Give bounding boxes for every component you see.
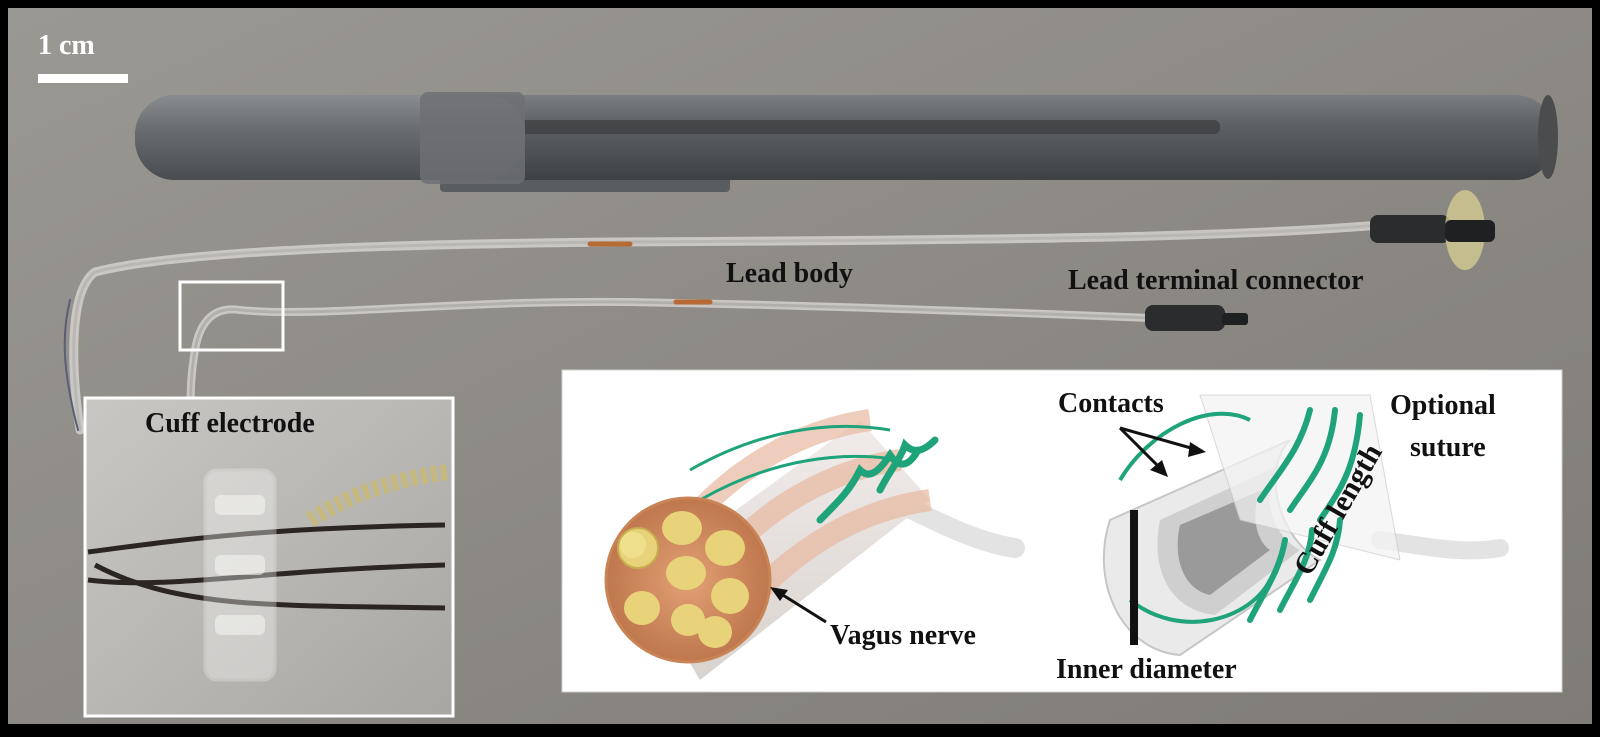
- contacts-label: Contacts: [1058, 388, 1164, 419]
- fascicle-1-core: [620, 532, 646, 558]
- fascicle-3: [705, 530, 745, 566]
- fascicle-4: [666, 556, 706, 590]
- suture-loop-1: [1257, 407, 1313, 503]
- cuff-electrode-inset: [83, 396, 455, 718]
- suture-loop-6: [1307, 517, 1343, 603]
- contacts-arrowhead-2: [1188, 442, 1206, 457]
- pen-cap-band: [420, 92, 525, 184]
- lead-terminal-connector-label: Lead terminal connector: [1068, 265, 1364, 296]
- inset-cuff-ring-1: [215, 495, 265, 515]
- contacts-arrow-1: [1118, 426, 1164, 472]
- fascicle-8: [698, 616, 732, 648]
- inset-cuff-ring-3: [215, 615, 265, 635]
- contact-arc-2: [1128, 579, 1272, 624]
- open-cuff-illustration: [1102, 394, 1509, 657]
- cuff-electrode-label: Cuff electrode: [145, 408, 315, 439]
- contacts-arrowhead-1: [1150, 460, 1168, 477]
- inner-diameter-bar: [1130, 510, 1138, 645]
- scale-bar: [38, 74, 128, 83]
- contacts-arrow-2: [1119, 426, 1199, 452]
- cuff-highlight-box: [178, 280, 285, 352]
- suture-loop-2: [1287, 407, 1338, 513]
- inner-diameter-label: Inner diameter: [1056, 654, 1237, 685]
- lead-terminal-connectors: [1145, 190, 1495, 331]
- suture-loop-4: [1247, 537, 1288, 623]
- cuff-on-nerve-illustration: [604, 409, 1025, 680]
- lead-wires: [63, 299, 79, 431]
- open-cuff-flap: [1199, 394, 1401, 561]
- lower-connector-tip: [1222, 313, 1248, 325]
- inset-cuff-ring-2: [215, 555, 265, 575]
- fascicle-7: [671, 604, 705, 636]
- optional-suture-label-line1: Optional: [1390, 390, 1496, 421]
- fascicle-2: [662, 511, 702, 545]
- suture-loop-3: [1317, 412, 1363, 523]
- upper-connector: [1370, 215, 1450, 243]
- inset-wire-3: [93, 562, 446, 611]
- upper-lead-core: [72, 223, 1382, 432]
- inset-frame: [83, 396, 455, 718]
- scale-bar-label: 1 cm: [38, 30, 95, 61]
- connector-tip: [1445, 220, 1495, 242]
- inset-wire-2: [87, 562, 446, 586]
- cuff-suture-line-2: [699, 454, 901, 502]
- inset-wire-1: [87, 522, 446, 555]
- pen-end: [1538, 95, 1558, 179]
- schematic-panel: [561, 369, 1563, 693]
- suture-knots-2: [876, 436, 939, 494]
- pen: [135, 92, 1558, 192]
- pen-ink-tube: [520, 120, 1220, 134]
- vagus-nerve-arrow: [777, 590, 827, 624]
- fascicle-5: [711, 578, 749, 614]
- suture-loop-5: [1277, 527, 1315, 613]
- vagus-nerve-arrowhead: [770, 587, 788, 601]
- contact-arc-1: [1118, 411, 1251, 482]
- cuff-suture-line-1: [689, 424, 891, 472]
- lower-connector: [1145, 305, 1225, 331]
- lead-body-label: Lead body: [726, 258, 853, 289]
- optional-suture-label-line2: suture: [1410, 432, 1486, 463]
- suture-knots: [816, 446, 922, 524]
- vagus-nerve-label: Vagus nerve: [830, 620, 976, 651]
- fascicle-6: [624, 591, 660, 625]
